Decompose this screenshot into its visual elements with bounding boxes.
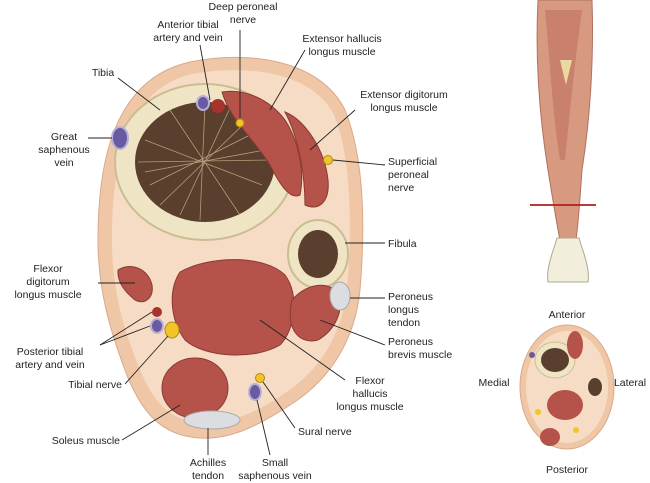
label-tibia: Tibia: [92, 67, 115, 79]
leg-illustration: [530, 0, 596, 283]
flexor-hallucis-muscle: [171, 259, 295, 356]
sural-nerve: [255, 373, 265, 383]
label-tibial-nerve: Tibial nerve: [68, 379, 122, 391]
achilles-tendon: [183, 410, 241, 430]
label-soleus: Soleus muscle: [52, 435, 120, 447]
extensor-digitorum-muscle: [283, 111, 329, 208]
peroneus-muscles: [289, 284, 341, 342]
orientation-lateral: Lateral: [614, 377, 646, 389]
superficial-peroneal-nerve: [323, 155, 333, 165]
fibula-marrow: [298, 230, 338, 278]
deep-peroneal-nerve: [235, 118, 245, 128]
leader-lines: [88, 30, 386, 456]
tibial-nerve: [164, 321, 180, 339]
great-saphenous-vein: [111, 126, 129, 150]
orientation-cross-section: Anterior Medial Lateral Posterior: [479, 309, 647, 476]
small-saphenous-vein: [248, 383, 262, 401]
label-fibula: Fibula: [388, 238, 417, 250]
foot-bones: [547, 237, 589, 283]
soleus-muscle: [161, 357, 229, 419]
main-cross-section: [97, 56, 364, 439]
label-sural-nerve: Sural nerve: [298, 426, 352, 438]
orientation-posterior: Posterior: [546, 464, 589, 476]
posterior-tibial-artery: [152, 307, 162, 317]
posterior-tibial-vein: [150, 318, 164, 334]
anterior-tibial-vein: [196, 95, 210, 111]
orientation-medial: Medial: [479, 377, 510, 389]
flexor-digitorum-muscle: [117, 266, 153, 303]
anterior-tibial-artery: [211, 99, 225, 113]
orientation-anterior: Anterior: [549, 309, 586, 321]
extensor-hallucis-muscle: [221, 90, 303, 197]
peroneus-longus-tendon: [329, 281, 351, 311]
